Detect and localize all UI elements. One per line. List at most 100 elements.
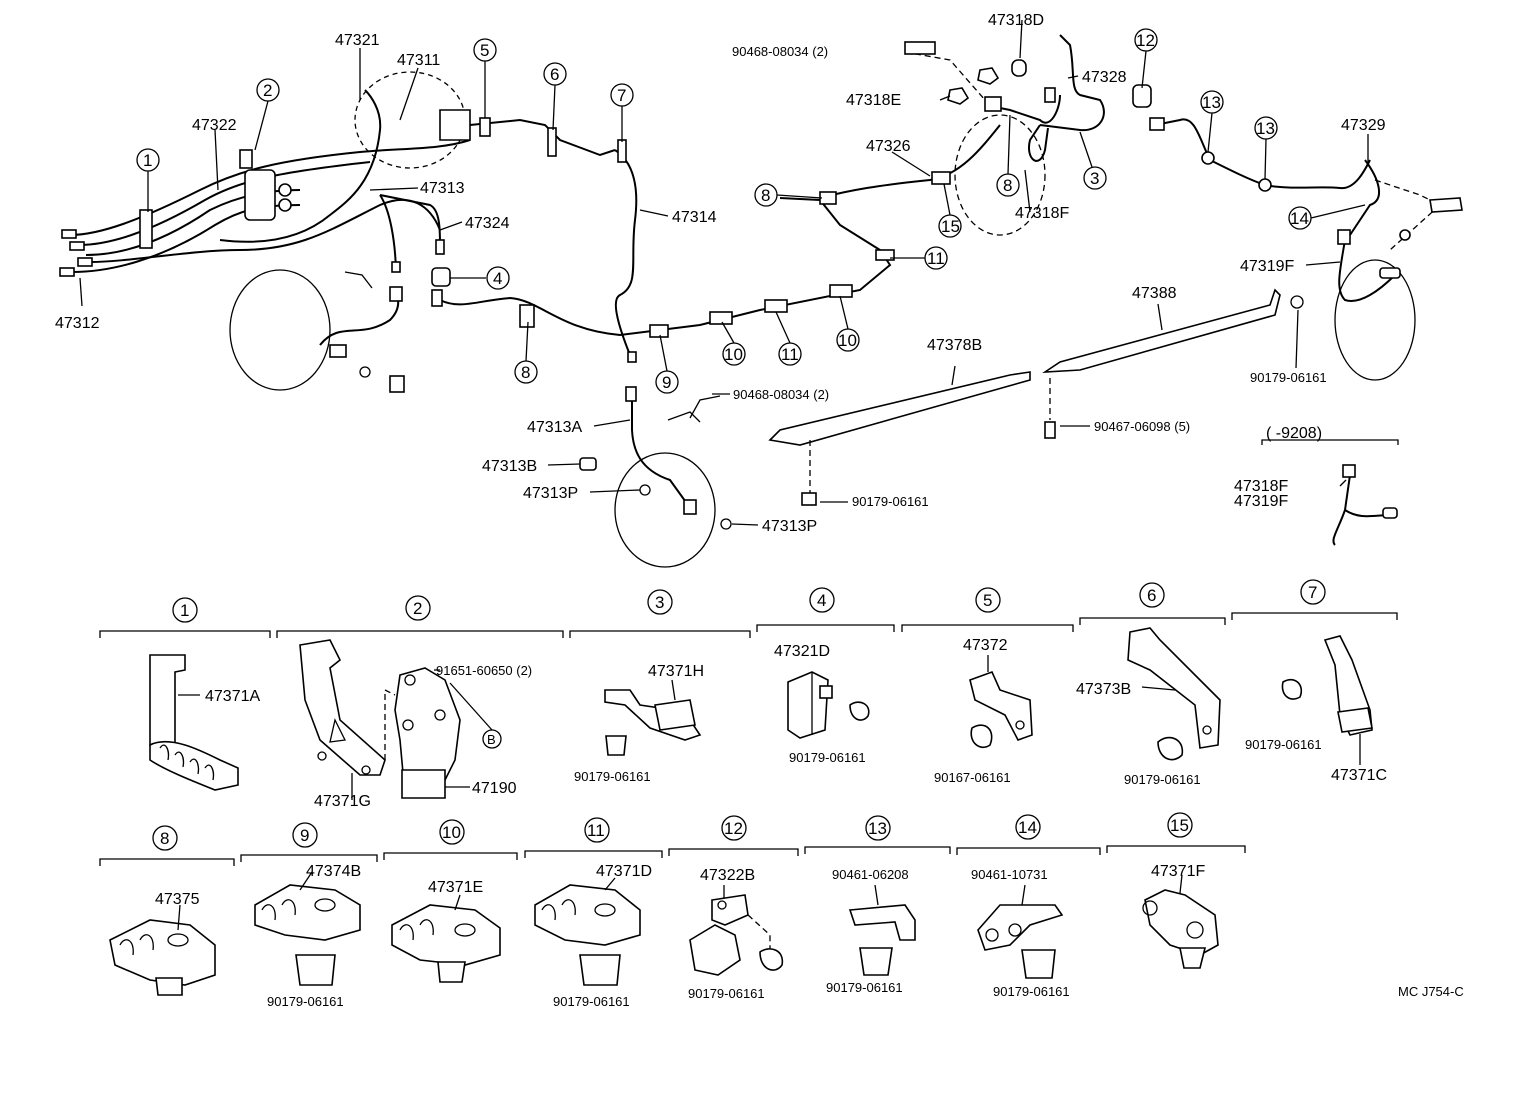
label-90468-b: 90468-08034 (2): [733, 387, 829, 402]
group-6: 6: [1147, 586, 1156, 605]
label-47326: 47326: [866, 138, 911, 155]
label-47373B: 47373B: [1076, 681, 1131, 698]
callout-5: 5: [480, 41, 489, 60]
label-90179-11: 90179-06161: [553, 994, 630, 1009]
callout-7: 7: [617, 86, 626, 105]
callout-8-a: 8: [761, 186, 770, 205]
callout-10-a: 10: [724, 345, 743, 364]
label-47371D: 47371D: [596, 863, 652, 880]
label-47375: 47375: [155, 891, 200, 908]
label-90179-12: 90179-06161: [688, 986, 765, 1001]
callout-1: 1: [143, 151, 152, 170]
callout-11-b: 11: [927, 249, 945, 268]
group-8: 8: [160, 829, 169, 848]
group-13: 13: [868, 819, 887, 838]
row2-parts: 47375 47374B 90179-06161 47371E 47371D 9…: [109, 863, 1219, 1009]
callout-9: 9: [662, 373, 671, 392]
group-10: 10: [442, 823, 461, 842]
label-47313: 47313: [420, 180, 465, 197]
label-90468-a: 90468-08034 (2): [732, 44, 828, 59]
callout-11-a: 11: [781, 345, 799, 364]
label-47314: 47314: [672, 209, 717, 226]
group-11: 11: [587, 821, 605, 840]
group-4: 4: [817, 591, 826, 610]
label-91651: 91651-60650 (2): [436, 663, 532, 678]
row1-parts: 47371A 47371G 47190 91651-60650 (2) B 47…: [149, 627, 1387, 810]
top-brake-lines: [59, 34, 1463, 568]
label-47313P-b: 47313P: [762, 518, 817, 535]
label-47371E: 47371E: [428, 879, 483, 896]
label-90179-6: 90179-06161: [1124, 772, 1201, 787]
group-7: 7: [1308, 583, 1317, 602]
label-47388: 47388: [1132, 285, 1177, 302]
label-47190: 47190: [472, 780, 517, 797]
label-90467: 90467-06098 (5): [1094, 419, 1190, 434]
label-47322: 47322: [192, 117, 237, 134]
label-47371C: 47371C: [1331, 767, 1387, 784]
group-14: 14: [1018, 818, 1037, 837]
label-47371H: 47371H: [648, 663, 704, 680]
label-47374B: 47374B: [306, 863, 361, 880]
diagram-code: MC J754-C: [1398, 984, 1464, 999]
label-90179-13: 90179-06161: [826, 980, 903, 995]
label-47312: 47312: [55, 315, 100, 332]
mark-B: B: [487, 732, 496, 747]
label-90179-14: 90179-06161: [993, 984, 1070, 999]
callout-4: 4: [493, 269, 502, 288]
group-1: 1: [180, 601, 189, 620]
group-headers-row1: 1 2 3 4 5 6 7: [99, 579, 1398, 638]
label-47378B: 47378B: [927, 337, 982, 354]
label-47328: 47328: [1082, 69, 1127, 86]
label-47318D: 47318D: [988, 12, 1044, 29]
label-47371A: 47371A: [205, 688, 260, 705]
label-47324: 47324: [465, 215, 510, 232]
label-90179-top-mid: 90179-06161: [852, 494, 929, 509]
callout-13-b: 13: [1256, 119, 1275, 138]
label-90461-13: 90461-06208: [832, 867, 909, 882]
label-47318F: 47318F: [1015, 205, 1069, 222]
top-leaders: [79, 19, 1369, 526]
group-15: 15: [1170, 816, 1189, 835]
label-90179-top-right: 90179-06161: [1250, 370, 1327, 385]
label-47329: 47329: [1341, 117, 1386, 134]
callout-2: 2: [263, 81, 272, 100]
callout-13-a: 13: [1202, 93, 1221, 112]
label-47372: 47372: [963, 637, 1008, 654]
callout-3: 3: [1090, 169, 1099, 188]
label-90167-5: 90167-06161: [934, 770, 1011, 785]
callout-14: 14: [1290, 209, 1309, 228]
callout-15: 15: [941, 217, 960, 236]
callout-8-c: 8: [1003, 176, 1012, 195]
group-3: 3: [655, 593, 664, 612]
top-callouts: 1 2 4 5 6 7 8 8 9 10 10 11 11 12 13 13 1…: [136, 28, 1312, 394]
label-47313A: 47313A: [527, 419, 582, 436]
label-47319F: 47319F: [1240, 258, 1294, 275]
label-90179-9: 90179-06161: [267, 994, 344, 1009]
callout-10-b: 10: [838, 331, 857, 350]
callout-8-b: 8: [521, 363, 530, 382]
label-47322B: 47322B: [700, 867, 755, 884]
label-90461-14: 90461-10731: [971, 867, 1048, 882]
label-90179-3: 90179-06161: [574, 769, 651, 784]
group-5: 5: [983, 591, 992, 610]
label-47318E: 47318E: [846, 92, 901, 109]
group-2: 2: [413, 599, 422, 618]
label-90179-4: 90179-06161: [789, 750, 866, 765]
label-47321: 47321: [335, 32, 380, 49]
group-12: 12: [724, 819, 743, 838]
group-headers-row2: 8 9 10 11 12 13 14 15: [99, 812, 1246, 866]
label-47313B: 47313B: [482, 458, 537, 475]
label-range: ( -9208): [1266, 425, 1322, 442]
label-47319F-b: 47319F: [1234, 493, 1288, 510]
callout-6: 6: [550, 65, 559, 84]
label-47313P-a: 47313P: [523, 485, 578, 502]
group-9: 9: [300, 826, 309, 845]
callout-12: 12: [1136, 31, 1155, 50]
label-47321D: 47321D: [774, 643, 830, 660]
top-part-labels: 47321 47311 47322 47313 47324 47312 4731…: [55, 12, 1386, 535]
label-47311: 47311: [397, 52, 440, 69]
label-47318F-b: 47318F: [1234, 478, 1288, 495]
label-47371F: 47371F: [1151, 863, 1205, 880]
label-90179-7: 90179-06161: [1245, 737, 1322, 752]
